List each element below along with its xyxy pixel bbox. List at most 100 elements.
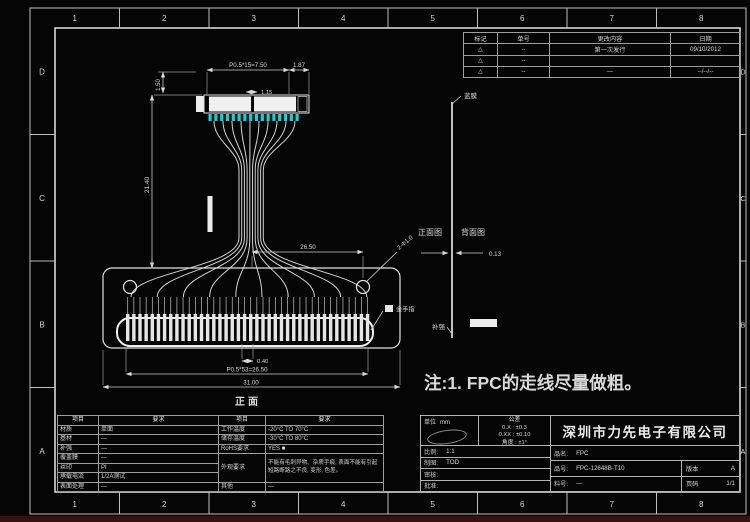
spec-value: — (98, 481, 219, 492)
fpc-trace (156, 120, 243, 298)
version-label: 版本 (686, 465, 699, 473)
checked-by-label: 审核: (424, 471, 439, 479)
spec-value: — (265, 481, 384, 492)
spec-value: YES ■ (265, 443, 384, 454)
part-no-label: 品号: (554, 465, 569, 473)
dim-top-right: 1.87 (293, 62, 306, 69)
zone-label-top: 3 (252, 14, 257, 23)
title-block-left: 比例:1:1 制图:TOD 审核: 批准: (421, 446, 551, 491)
rev-header: 单号 (497, 31, 550, 45)
top-pads (208, 114, 299, 121)
top-connector (196, 94, 310, 114)
contact-pad (272, 114, 276, 121)
gold-finger (261, 314, 265, 341)
zone-label-top: 5 (431, 14, 436, 23)
contact-pad (208, 114, 212, 121)
gold-finger (126, 314, 130, 341)
fpc-trace (209, 120, 248, 298)
contact-pad (289, 114, 293, 121)
zone-label-top: 1 (73, 14, 78, 23)
zone-label-bottom: 1 (73, 500, 78, 509)
company-name: 深圳市力先电子有限公司 (562, 424, 728, 440)
gold-finger (138, 314, 142, 341)
gold-finger (199, 314, 204, 341)
spec-label: 其他 (218, 481, 266, 492)
logo-mark (426, 427, 468, 447)
gold-finger (162, 314, 167, 341)
gold-finger (316, 314, 321, 341)
rev-header: 标记 (463, 31, 498, 45)
screenshot-bottom-band (0, 516, 750, 522)
dim-lines-top (149, 67, 310, 269)
extension-lines-mid (251, 256, 364, 278)
dim-top-inner: 1.15 (261, 90, 272, 96)
spec-value: 1/2A测试 (98, 472, 219, 483)
gold-finger (285, 314, 290, 341)
drawn-by-value: TOD (446, 459, 460, 467)
gold-finger (224, 314, 228, 341)
contact-pad (231, 114, 235, 121)
zone-label-bottom: 8 (699, 500, 704, 509)
lower-connector-outline (102, 267, 401, 349)
fpc-trace (182, 120, 245, 298)
rev-header: 日期 (670, 31, 741, 45)
fpc-trace (260, 120, 342, 298)
tolerance-line: 0.XX : ±0.10 (498, 432, 531, 439)
dim-top-height: 1.50 (156, 79, 162, 91)
side-top-label: 蓝膜 (464, 91, 478, 100)
stiffener-leader (446, 326, 453, 335)
rev-cell: -- (497, 43, 550, 56)
gold-finger (242, 314, 247, 341)
rev-cell: 09/10/2012 (670, 43, 741, 56)
zone-label-bottom: 5 (431, 500, 436, 509)
unit-label: 单位 (424, 420, 437, 426)
revision-table: 标记 单号 更改内容 日期 △ -- 第一次发行 09/10/2012 △ --… (463, 31, 741, 79)
fpc-trace (235, 120, 251, 298)
contact-pad (243, 114, 247, 121)
gold-finger (169, 314, 173, 341)
rev-mark: △ (463, 43, 498, 56)
side-top-leader (451, 95, 462, 105)
spec-label: 材质 (57, 424, 99, 435)
approved-by-label: 批准: (424, 483, 439, 491)
drawing-note: 注:1. FPC的走线尽量做粗。 (424, 373, 642, 393)
side-thickness: 0.13 (489, 251, 502, 258)
gold-finger (150, 314, 154, 341)
gold-finger (205, 314, 210, 341)
spec-value: — (98, 434, 219, 445)
contact-pad (214, 114, 218, 121)
gold-finger-chip (385, 305, 393, 312)
hole-right (355, 279, 371, 295)
tolerance-label: 公差 (508, 417, 521, 423)
spec-value: -30°C TO 80°C (265, 434, 384, 445)
zone-label-right: B (741, 322, 746, 329)
zone-label-bottom: 3 (252, 500, 257, 509)
zone-label-top: 2 (162, 14, 167, 23)
page-value: 1/1 (726, 480, 735, 488)
gold-finger-label: 金手指 (396, 306, 415, 314)
gold-finger (187, 314, 191, 341)
zone-label-left: D (39, 67, 45, 76)
scale-value: 1:1 (446, 447, 455, 455)
dim-finger-pitch: P0.5*53=26.50 (226, 367, 268, 374)
hole-callout: 2-Φ1.0 (396, 235, 415, 252)
fpc-trace (130, 120, 240, 298)
spec-value: -20°C TO 70°C (265, 424, 384, 435)
material-no-label: 料号: (554, 481, 569, 489)
top-stiffener-right (254, 96, 296, 112)
contact-pad (225, 114, 230, 121)
dim-hole-span: 26.50 (300, 244, 316, 251)
gold-finger (365, 314, 370, 341)
side-front-label: 正面图 (418, 228, 442, 237)
spec-value: — (98, 443, 219, 454)
zone-label-top: 4 (341, 14, 346, 23)
zone-label-top: 6 (520, 14, 525, 23)
extension-lines-top (154, 71, 310, 96)
gold-finger (175, 314, 179, 341)
gold-finger-leader (370, 310, 384, 331)
fpc-trace (257, 120, 315, 298)
tolerance-cell: 公差 0.X : ±0.3 0.XX : ±0.10 角度 : ±1° (479, 416, 551, 446)
